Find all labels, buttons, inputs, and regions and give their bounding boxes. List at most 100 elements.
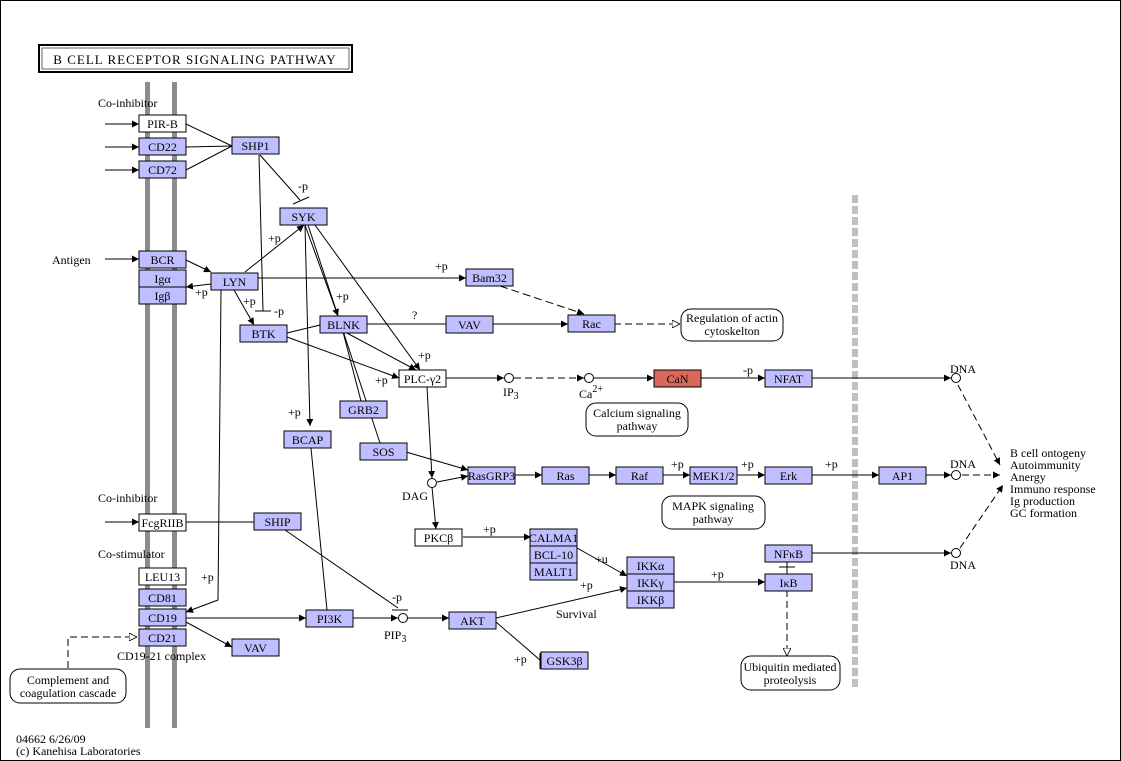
- gene-bcl10[interactable]: BCL-10: [529, 545, 578, 564]
- gene-grb2[interactable]: GRB2: [339, 400, 388, 419]
- title-box: B CELL RECEPTOR SIGNALING PATHWAY: [38, 44, 353, 73]
- svg-text:-p: -p: [392, 590, 402, 604]
- svg-text:+p: +p: [711, 567, 724, 581]
- map-ubiquitin-proteolysis[interactable]: Ubiquitin mediated proteolysis: [740, 655, 841, 691]
- svg-text:IKKγ: IKKγ: [637, 576, 664, 590]
- gene-ikb[interactable]: IκB: [764, 573, 813, 592]
- svg-text:NFAT: NFAT: [774, 372, 804, 386]
- gene-mek[interactable]: MEK1/2: [689, 466, 738, 485]
- gene-cd81[interactable]: CD81: [138, 588, 187, 607]
- footer-id-date: 04662 6/26/09: [16, 732, 86, 746]
- svg-text:Ubiquitin mediated: Ubiquitin mediated: [744, 660, 837, 674]
- gene-igb[interactable]: Igβ: [138, 286, 187, 305]
- gene-blnk[interactable]: BLNK: [319, 315, 368, 334]
- outcome-immuno-response: Immuno response: [1010, 482, 1096, 496]
- svg-text:Regulation of actin: Regulation of actin: [686, 311, 778, 325]
- gene-cd21[interactable]: CD21: [138, 628, 187, 647]
- svg-text:CD22: CD22: [148, 140, 177, 154]
- svg-text:AP1: AP1: [892, 469, 913, 483]
- svg-text:-p: -p: [274, 304, 284, 318]
- calcium-compound: [584, 373, 594, 383]
- gene-cd72[interactable]: CD72: [138, 160, 187, 179]
- outcome-ig-production: Ig production: [1010, 494, 1075, 508]
- svg-text:+p: +p: [243, 294, 256, 308]
- gene-nfkb[interactable]: NFκB: [764, 544, 813, 563]
- svg-text:cytoskelton: cytoskelton: [704, 324, 759, 338]
- map-calcium-signaling[interactable]: Calcium signaling pathway: [585, 402, 689, 437]
- svg-text:pathway: pathway: [617, 419, 658, 433]
- gene-bcr[interactable]: BCR: [138, 250, 187, 269]
- svg-text:PIR-B: PIR-B: [147, 117, 178, 131]
- gene-plcg2[interactable]: PLC-γ2: [398, 369, 447, 388]
- gene-calma1[interactable]: CALMA1: [529, 528, 578, 547]
- gene-rac[interactable]: Rac: [567, 314, 616, 333]
- svg-text:PI3K: PI3K: [317, 612, 343, 626]
- membrane-outer: [145, 82, 150, 728]
- svg-text:+p: +p: [418, 348, 431, 362]
- edge-annotations: -p +p +p +p -p +p +p ? +p +p -p +p +p +p…: [195, 179, 838, 666]
- gene-lyn[interactable]: LYN: [210, 272, 259, 291]
- dna-label-1: DNA: [950, 362, 976, 376]
- membrane-inner: [172, 82, 177, 728]
- gene-ship[interactable]: SHIP: [253, 512, 302, 531]
- gene-ikkb[interactable]: IKKβ: [626, 590, 675, 609]
- svg-text:MEK1/2: MEK1/2: [693, 469, 735, 483]
- gene-rasgrp3[interactable]: RasGRP3: [467, 466, 516, 485]
- gene-cd22[interactable]: CD22: [138, 137, 187, 156]
- svg-text:Igα: Igα: [154, 272, 171, 286]
- gene-vav-top[interactable]: VAV: [445, 315, 494, 334]
- outcome-autoimmunity: Autoimmunity: [1010, 458, 1081, 472]
- gene-gsk3b[interactable]: GSK3β: [540, 651, 589, 670]
- gene-raf[interactable]: Raf: [615, 466, 664, 485]
- map-actin-cytoskeleton[interactable]: Regulation of actin cytoskelton: [680, 308, 784, 342]
- footer-copyright: (c) Kanehisa Laboratories: [16, 744, 141, 758]
- dag-label: DAG: [402, 489, 428, 503]
- svg-text:SHIP: SHIP: [264, 515, 290, 529]
- gene-leu13[interactable]: LEU13: [138, 567, 187, 586]
- gene-sos[interactable]: SOS: [359, 442, 408, 461]
- gene-iga[interactable]: Igα: [138, 269, 187, 288]
- gene-nfat[interactable]: NFAT: [764, 369, 813, 388]
- gene-cd19[interactable]: CD19: [138, 608, 187, 627]
- gene-bcap[interactable]: BCAP: [283, 430, 332, 449]
- svg-text:CD81: CD81: [148, 591, 177, 605]
- gene-pkcb[interactable]: PKCβ: [414, 528, 463, 547]
- gene-erk[interactable]: Erk: [764, 466, 813, 485]
- svg-text:MALT1: MALT1: [534, 565, 573, 579]
- svg-text:Rac: Rac: [582, 317, 601, 331]
- svg-text:CD72: CD72: [148, 163, 177, 177]
- gene-ikka[interactable]: IKKα: [626, 556, 675, 575]
- svg-text:CD19: CD19: [148, 611, 177, 625]
- gene-bam32[interactable]: Bam32: [465, 268, 514, 287]
- gene-btk[interactable]: BTK: [239, 324, 288, 343]
- map-complement-coagulation[interactable]: Complement and coagulation cascade: [9, 668, 127, 704]
- antigen-label: Antigen: [52, 253, 91, 267]
- svg-text:Ras: Ras: [557, 469, 575, 483]
- svg-text:VAV: VAV: [244, 641, 267, 655]
- gene-akt[interactable]: AKT: [448, 611, 497, 630]
- gene-malt1[interactable]: MALT1: [529, 562, 578, 581]
- pathway-maps: Regulation of actin cytoskelton Calcium …: [9, 308, 841, 704]
- labels: Co-inhibitor Antigen Co-inhibitor Co-sti…: [16, 96, 1096, 758]
- gene-pi3k[interactable]: PI3K: [305, 609, 354, 628]
- map-mapk-signaling[interactable]: MAPK signaling pathway: [661, 495, 766, 530]
- svg-text:BLNK: BLNK: [327, 318, 360, 332]
- gene-syk[interactable]: SYK: [279, 207, 328, 226]
- svg-text:LEU13: LEU13: [145, 570, 180, 584]
- svg-text:GRB2: GRB2: [348, 403, 379, 417]
- gene-pirb[interactable]: PIR-B: [138, 114, 187, 133]
- gene-can[interactable]: CaN: [653, 369, 702, 388]
- gene-fcgriib[interactable]: FcgRIIB: [138, 513, 187, 532]
- svg-text:+p: +p: [435, 259, 448, 273]
- gene-ap1[interactable]: AP1: [878, 466, 927, 485]
- dna-node-2: [951, 470, 961, 480]
- svg-text:Bam32: Bam32: [472, 271, 507, 285]
- svg-text:NFκB: NFκB: [774, 547, 803, 561]
- gene-ikkg[interactable]: IKKγ: [626, 573, 675, 592]
- gene-vav-bottom[interactable]: VAV: [231, 638, 280, 657]
- gene-ras[interactable]: Ras: [541, 466, 590, 485]
- dna-node-3: [951, 548, 961, 558]
- gene-shp1[interactable]: SHP1: [231, 136, 280, 155]
